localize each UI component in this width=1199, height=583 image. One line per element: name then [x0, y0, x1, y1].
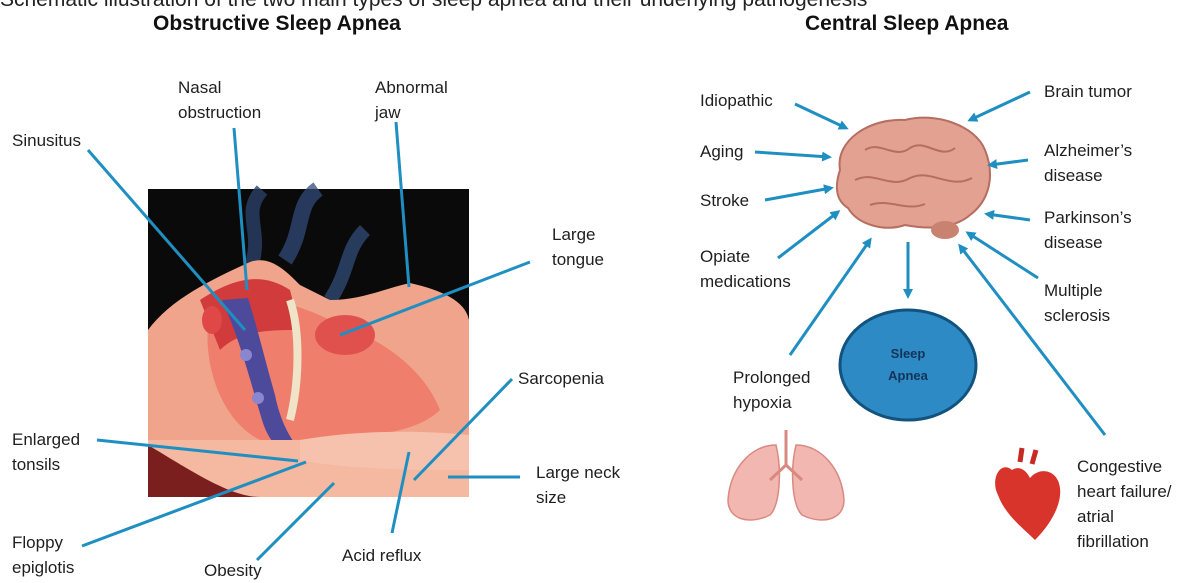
label-prolonged-hypoxia: Prolonged hypoxia	[733, 365, 811, 415]
label-idiopathic: Idiopathic	[700, 88, 773, 113]
label-multiple-sclerosis: Multiple sclerosis	[1044, 278, 1110, 328]
label-aging: Aging	[700, 139, 743, 164]
heart-icon	[995, 448, 1060, 540]
lungs-icon	[728, 430, 844, 520]
label-congestive-heart-failure: Congestive heart failure/ atrial fibrill…	[1077, 454, 1172, 554]
label-alzheimers-disease: Alzheimer’s disease	[1044, 138, 1132, 188]
brain-icon	[837, 118, 990, 239]
sleep-apnea-label: Sleep Apnea	[860, 343, 956, 387]
label-brain-tumor: Brain tumor	[1044, 79, 1132, 104]
label-opiate-medications: Opiate medications	[700, 244, 791, 294]
label-parkinsons-disease: Parkinson’s disease	[1044, 205, 1132, 255]
label-stroke: Stroke	[700, 188, 749, 213]
